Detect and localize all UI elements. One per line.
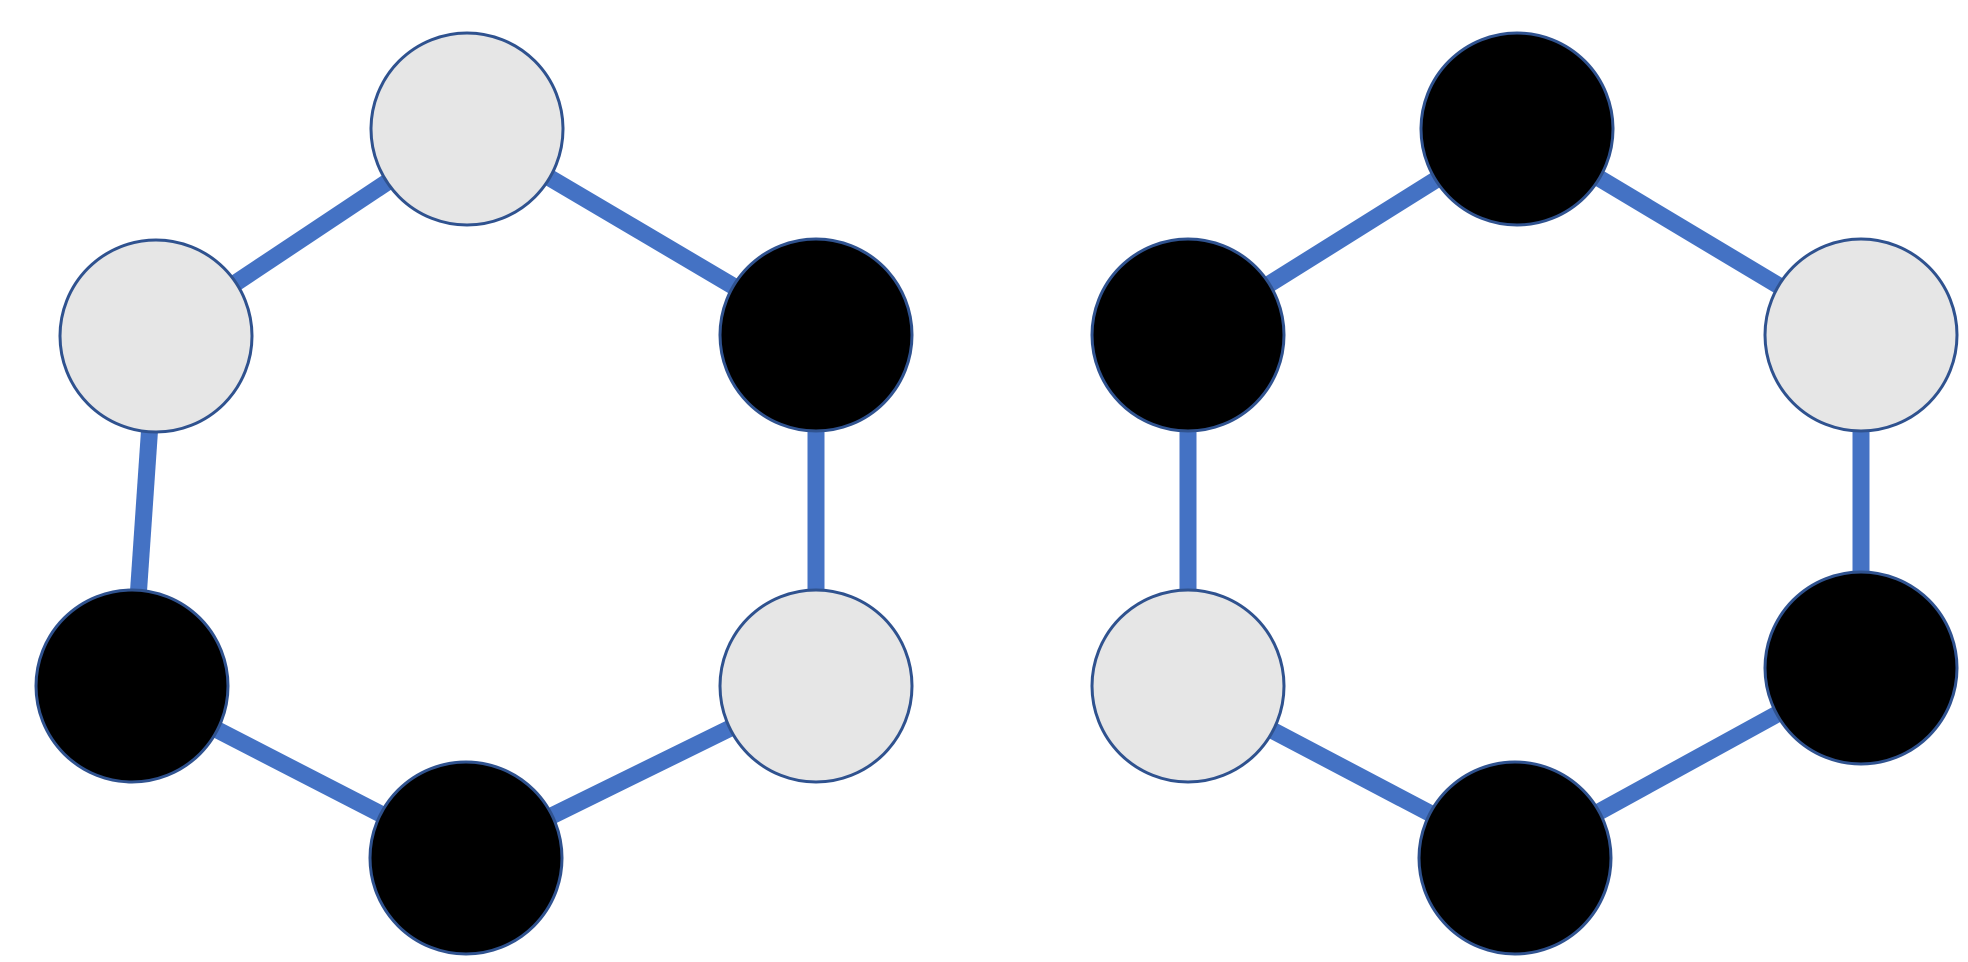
node-bottom-black bbox=[368, 760, 564, 956]
right-graph bbox=[1090, 31, 1959, 956]
node-top-light bbox=[369, 31, 565, 227]
node-top-black bbox=[1419, 31, 1615, 227]
node-upper-left-light bbox=[58, 238, 254, 434]
node-upper-left-black bbox=[1090, 237, 1286, 433]
node-upper-right-light bbox=[1763, 237, 1959, 433]
node-bottom-black bbox=[1417, 760, 1613, 956]
node-lower-right-light bbox=[718, 588, 914, 784]
node-lower-left-black bbox=[34, 588, 230, 784]
left-graph bbox=[34, 31, 914, 956]
node-lower-left-light bbox=[1090, 588, 1286, 784]
node-lower-right-black bbox=[1763, 570, 1959, 766]
node-upper-right-black bbox=[718, 237, 914, 433]
